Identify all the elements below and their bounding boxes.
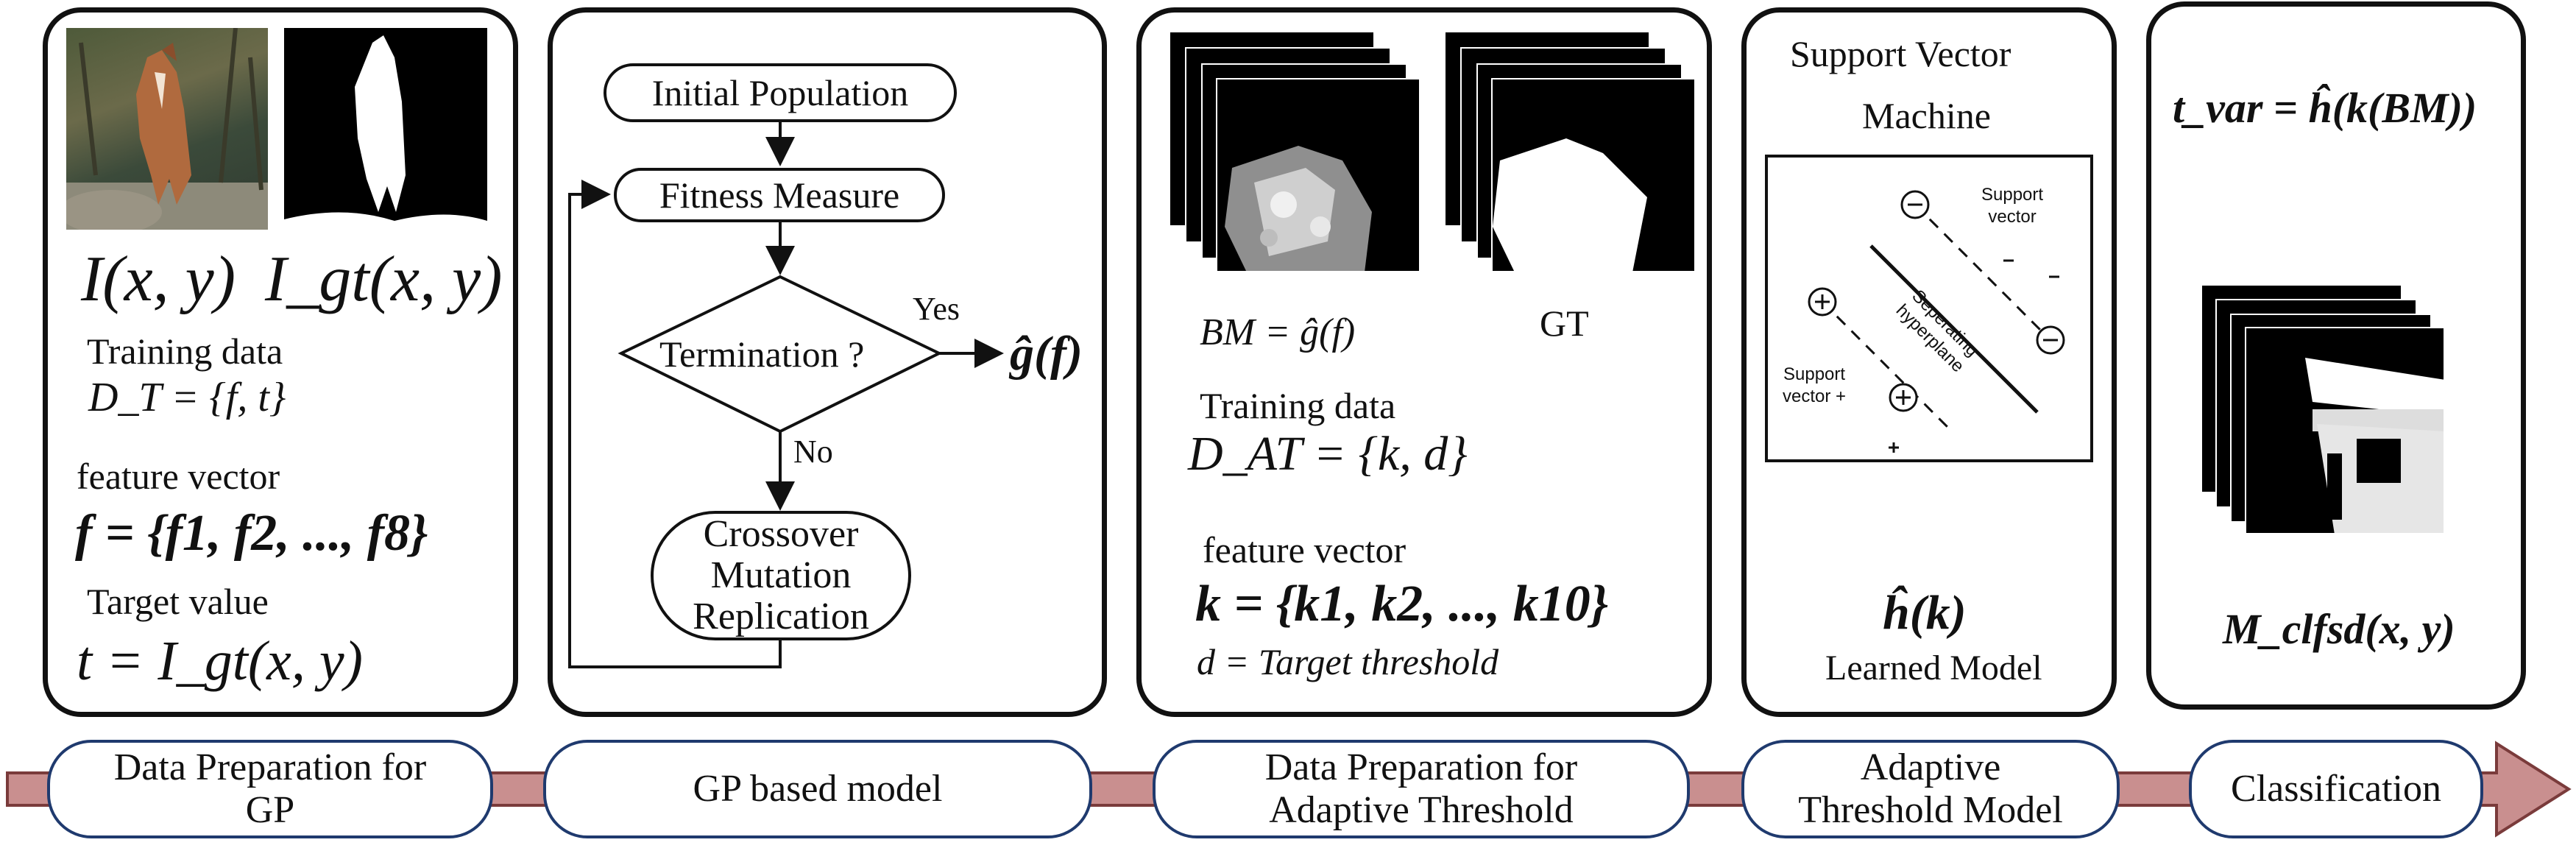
- training-data-label-2: Training data: [1200, 385, 1396, 426]
- training-set-expr-2: D_AT = {k, d}: [1188, 427, 1468, 481]
- bm-image-stack: [1169, 31, 1419, 271]
- gt-label: GT: [1540, 303, 1589, 344]
- gt-image-label: I_gt(x, y): [265, 244, 503, 315]
- target-expr: t = I_gt(x, y): [77, 630, 363, 692]
- stage-data-preparation-threshold: Data Preparation for Adaptive Threshold: [1153, 740, 1690, 838]
- yes-label: Yes: [913, 291, 960, 327]
- mutation-label: Mutation: [710, 554, 852, 596]
- t-var-expr: t_var = ĥ(k(BM)): [2173, 84, 2477, 132]
- gt-image-stack: [1444, 31, 1694, 271]
- learned-model-expr: ĥ(k): [1883, 586, 1967, 640]
- bm-expr: BM = ĝ(f): [1200, 311, 1356, 353]
- stage-data-preparation-gp: Data Preparation for GP: [47, 740, 493, 838]
- stage-classification: Classification: [2189, 740, 2483, 838]
- training-data-label: Training data: [87, 331, 283, 372]
- stage-adaptive-threshold-model: Adaptive Threshold Model: [1741, 740, 2120, 838]
- ground-truth-image: [284, 28, 487, 231]
- termination-label: Termination ?: [659, 333, 865, 375]
- input-image-dog: [66, 28, 268, 230]
- support-vector-top-label: Support vector: [1981, 185, 2044, 227]
- feature-vector-expr: f = {f1, f2, ..., f8}: [75, 505, 428, 562]
- svm-title-line1: Support Vector: [1790, 33, 2011, 74]
- no-label: No: [793, 434, 833, 470]
- stage-gp-model: GP based model: [543, 740, 1092, 838]
- svm-title-line2: Machine: [1862, 95, 1991, 136]
- replication-label: Replication: [693, 596, 869, 638]
- crossover-label: Crossover: [703, 512, 859, 555]
- d-expr: d = Target threshold: [1197, 641, 1499, 682]
- classified-mask-stack: [2201, 284, 2444, 533]
- genetic-operators-node: Crossover Mutation Replication: [651, 511, 911, 640]
- learned-model-label: Learned Model: [1825, 649, 2042, 688]
- input-image-label: I(x, y): [81, 244, 236, 315]
- training-set-expr: D_T = {f, t}: [88, 375, 286, 420]
- support-vector-left-label: Support vector +: [1783, 364, 1847, 406]
- fitness-measure-node: Fitness Measure: [614, 168, 945, 222]
- gp-output-expr: ĝ(f): [1010, 327, 1083, 381]
- feature-vector-expr-2: k = {k1, k2, ..., k10}: [1195, 576, 1609, 632]
- target-value-label: Target value: [87, 581, 269, 622]
- feature-vector-label: feature vector: [77, 456, 280, 497]
- feature-vector-label-2: feature vector: [1203, 529, 1406, 570]
- output-mask-expr: M_clfsd(x, y): [2223, 605, 2455, 653]
- initial-population-node: Initial Population: [604, 63, 957, 122]
- svm-diagram: Support vector Support vector + Seperati…: [1765, 155, 2093, 462]
